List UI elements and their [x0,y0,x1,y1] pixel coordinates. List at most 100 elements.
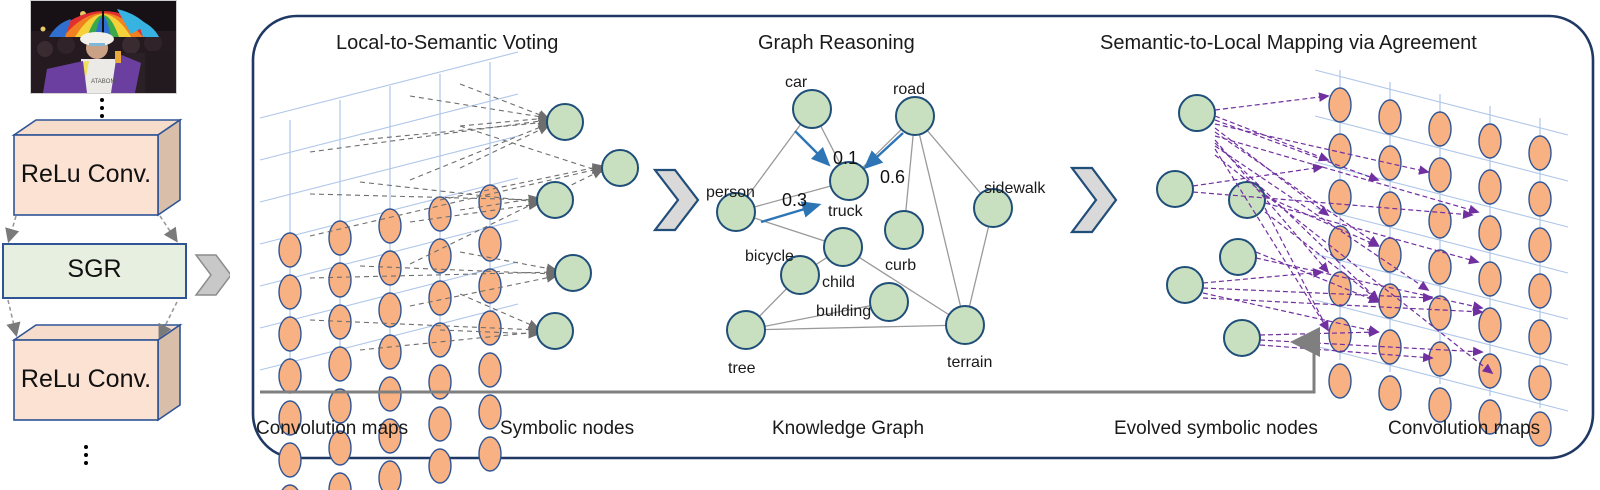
conv-feature-cell [478,226,502,262]
conv-feature-cell [1378,375,1402,411]
weighted-edge-road-to-truck [863,132,904,170]
symbolic-node[interactable] [536,181,574,219]
knowledge-graph-node-building[interactable] [869,282,909,322]
conv-feature-cell [1428,249,1452,285]
conv-feature-cell [1428,341,1452,377]
knowledge-graph-node-label-person: person [706,184,755,201]
conv-feature-cell [1528,135,1552,171]
conv-feature-cell [1478,307,1502,343]
conv-feature-cell [328,304,352,340]
conv-feature-cell [1428,157,1452,193]
conv-feature-cell [328,472,352,490]
conv-feature-cell [1378,99,1402,135]
knowledge-graph-node-truck[interactable] [829,161,869,201]
conv-feature-cell [328,346,352,382]
edge-weight-person-truck: 0.3 [782,190,808,210]
bottom-label-convolution-maps-right: Convolution maps [1388,418,1541,439]
conv-feature-cell [428,364,452,400]
knowledge-graph-edge [914,115,966,326]
conv-feature-cell [1328,363,1352,399]
conv-feature-cell [1478,169,1502,205]
pipeline-blocks [2,118,230,422]
conv-feature-cell [1328,179,1352,215]
symbolic-node[interactable] [554,254,592,292]
conv-feature-cell [1428,387,1452,423]
symbolic-node[interactable] [546,103,584,141]
conv-feature-cell [1528,319,1552,355]
knowledge-graph-edge [735,108,813,213]
conv-feature-cell [278,316,302,352]
evolved-symbolic-node[interactable] [1219,238,1257,276]
chevron-pipeline-to-panel [194,254,230,296]
knowledge-graph-node-sidewalk[interactable] [973,188,1013,228]
pipeline-block-label-conv-bottom: ReLu Conv. [20,365,152,393]
knowledge-graph-node-label-tree: tree [728,360,756,377]
mapping-edges [1192,92,1494,375]
knowledge-graph-node-curb[interactable] [884,210,924,250]
symbolic-nodes-left [536,103,639,350]
knowledge-graph-edges [735,108,994,331]
conv-feature-cell [278,232,302,268]
pipeline-block-label-conv-top: ReLu Conv. [20,160,152,188]
knowledge-graph-node-label-bicycle: bicycle [745,248,794,265]
svg-text:ATABOM: ATABOM [91,79,115,85]
conv-feature-cell [328,430,352,466]
pipeline-block-sgr [2,243,187,299]
knowledge-graph-node-person[interactable] [716,192,756,232]
sgr-panel [251,14,1595,490]
pipeline-block-conv-bottom [11,323,183,422]
arrow-conv-top-to-sgr-left [5,215,20,244]
conv-feature-cell [1528,365,1552,401]
evolved-symbolic-node[interactable] [1178,94,1216,132]
edge-weight-car-truck: 0.1 [833,148,859,168]
conv-feature-cell [1378,191,1402,227]
pipeline-block-conv-top [11,118,183,217]
conv-feature-cell [1378,237,1402,273]
knowledge-graph-node-terrain[interactable] [945,305,985,345]
knowledge-graph-node-road[interactable] [895,96,935,136]
knowledge-graph-edge [842,246,966,326]
panel-title-voting: Local-to-Semantic Voting [336,32,559,54]
weighted-edge-person-to-truck [760,201,822,224]
knowledge-graph-node-label-truck: truck [828,203,863,220]
left-convolution-maps [259,51,519,490]
conv-feature-cell [1328,87,1352,123]
right-convolution-maps [1314,69,1569,447]
conv-feature-cell [1478,399,1502,435]
evolved-symbolic-node[interactable] [1166,266,1204,304]
evolved-symbolic-node[interactable] [1156,170,1194,208]
knowledge-graph-node-child[interactable] [823,227,863,267]
conv-feature-cell [1478,123,1502,159]
input-image: ATABOM [30,0,177,94]
conv-feature-cell [478,268,502,304]
conv-feature-cell [1328,133,1352,169]
conv-feature-cell [428,238,452,274]
knowledge-graph-node-car[interactable] [792,89,832,129]
knowledge-graph-node-bicycle[interactable] [780,255,820,295]
conv-feature-cell [1328,271,1352,307]
conv-feature-cell [428,280,452,316]
knowledge-graph-edge [914,115,994,209]
conv-feature-cell [378,208,402,244]
symbolic-node[interactable] [536,312,574,350]
symbolic-nodes-right [1156,94,1266,357]
conv-feature-cell [478,184,502,220]
feedback-line [260,327,1320,394]
conv-feature-cell [278,274,302,310]
symbolic-node[interactable] [601,149,639,187]
conv-feature-cell [378,292,402,328]
arrow-sgr-to-conv-bottom-right [158,301,178,339]
edge-weight-road-truck: 0.6 [880,167,906,187]
conv-feature-cell [478,436,502,472]
input-image-illustration: ATABOM [31,1,176,93]
conv-feature-cell [1428,111,1452,147]
conv-feature-cell [1328,225,1352,261]
knowledge-graph-node-tree[interactable] [726,310,766,350]
bottom-label-convolution-maps-left: Convolution maps [256,418,409,439]
arrow-sgr-to-conv-bottom-left [6,299,21,338]
pipeline-block-label-sgr: SGR [67,255,122,283]
arrow-conv-top-to-sgr-right [159,215,178,243]
evolved-symbolic-node[interactable] [1223,319,1261,357]
conv-feature-cell [1478,353,1502,389]
